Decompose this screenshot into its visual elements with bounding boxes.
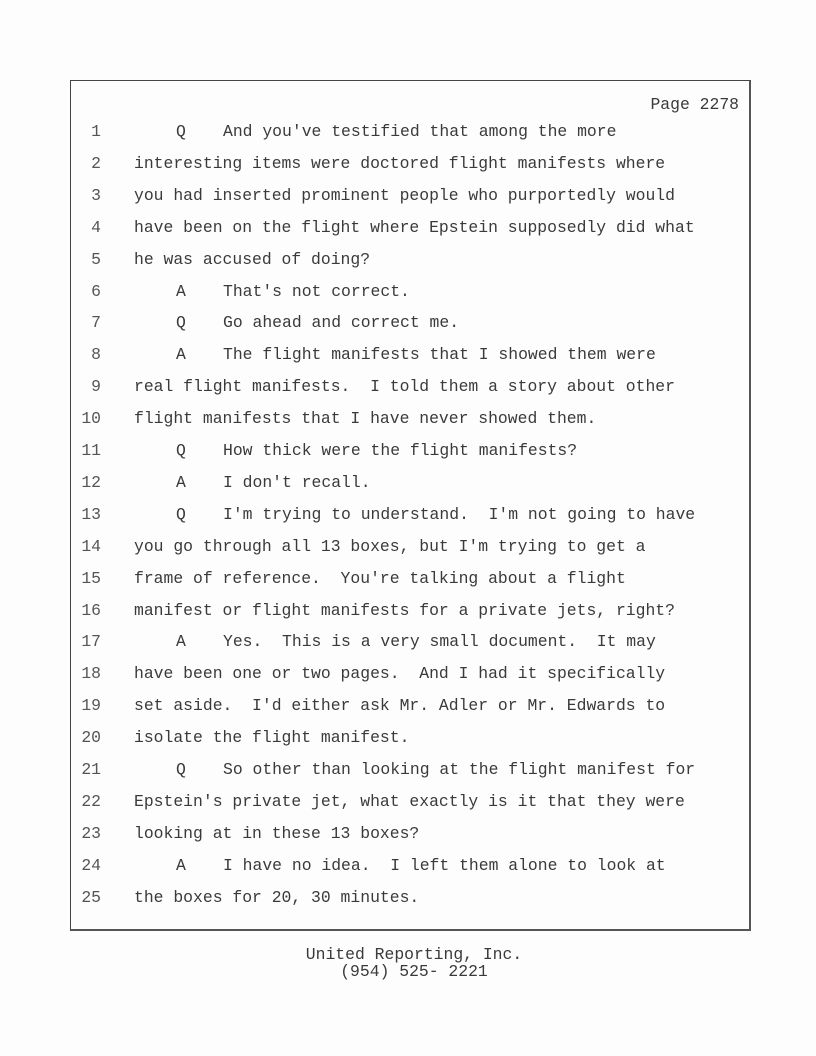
- line-text: real flight manifests. I told them a sto…: [134, 377, 675, 397]
- line-text: manifest or flight manifests for a priva…: [134, 600, 675, 620]
- speaker-label: Q: [176, 441, 186, 460]
- line-text: you go through all 13 boxes, but I'm try…: [134, 536, 646, 556]
- line-text: Yes. This is a very small document. It m…: [223, 632, 656, 652]
- line-number: 19: [81, 696, 101, 716]
- line-number: 8: [91, 345, 101, 365]
- line-text: you had inserted prominent people who pu…: [134, 185, 675, 205]
- line-number: 6: [91, 281, 101, 301]
- line-number: 5: [91, 249, 101, 269]
- line-text: I have no idea. I left them alone to loo…: [223, 855, 666, 875]
- speaker-label: Q: [176, 313, 186, 333]
- line-text: isolate the flight manifest.: [134, 728, 410, 748]
- line-text: interesting items were doctored flight m…: [134, 153, 666, 173]
- speaker-label: A: [176, 281, 186, 301]
- line-text: set aside. I'd either ask Mr. Adler or M…: [134, 696, 666, 716]
- speaker-label: Q: [176, 122, 186, 141]
- line-number: 2: [91, 153, 101, 173]
- line-text: And you've testified that among the more: [223, 122, 617, 141]
- speaker-label: A: [176, 855, 186, 875]
- line-text: looking at in these 13 boxes?: [134, 823, 420, 843]
- page-number: Page 2278: [650, 95, 739, 114]
- line-text: have been on the flight where Epstein su…: [134, 217, 695, 237]
- line-number: 18: [81, 664, 101, 684]
- line-text: he was accused of doing?: [134, 249, 371, 269]
- line-number: 15: [81, 568, 101, 588]
- line-text: How thick were the flight manifests?: [223, 441, 578, 460]
- line-text: frame of reference. You're talking about…: [134, 568, 626, 588]
- line-text: Epstein's private jet, what exactly is i…: [134, 791, 685, 811]
- line-text: have been one or two pages. And I had it…: [134, 664, 666, 684]
- line-text: flight manifests that I have never showe…: [134, 409, 597, 429]
- footer-company: United Reporting, Inc.: [305, 945, 523, 964]
- line-number: 23: [81, 823, 101, 843]
- line-number: 16: [81, 600, 101, 620]
- line-text: So other than looking at the flight mani…: [223, 760, 696, 779]
- line-text: I don't recall.: [223, 472, 371, 492]
- line-number: 7: [91, 313, 101, 333]
- line-number: 9: [91, 377, 101, 397]
- line-number: 11: [81, 441, 101, 460]
- line-number: 25: [81, 887, 101, 907]
- line-number: 12: [81, 472, 101, 492]
- speaker-label: A: [176, 345, 186, 365]
- line-text: Go ahead and correct me.: [223, 313, 460, 333]
- line-text: the boxes for 20, 30 minutes.: [134, 887, 420, 907]
- speaker-label: A: [176, 632, 186, 652]
- line-text: The flight manifests that I showed them …: [223, 345, 656, 365]
- line-number: 21: [81, 760, 101, 779]
- line-number: 3: [91, 185, 101, 205]
- line-number: 20: [81, 728, 101, 748]
- line-number: 22: [81, 791, 101, 811]
- line-text: I'm trying to understand. I'm not going …: [223, 504, 696, 524]
- line-number: 24: [81, 855, 101, 875]
- line-text: That's not correct.: [223, 281, 410, 301]
- speaker-label: Q: [176, 760, 186, 779]
- line-number: 13: [81, 504, 101, 524]
- speaker-label: A: [176, 472, 186, 492]
- line-number: 10: [81, 409, 101, 429]
- line-number: 4: [91, 217, 101, 237]
- line-number: 1: [91, 122, 101, 141]
- line-number: 14: [81, 536, 101, 556]
- footer-phone: (954) 525- 2221: [340, 962, 488, 981]
- line-number: 17: [81, 632, 101, 652]
- speaker-label: Q: [176, 504, 186, 524]
